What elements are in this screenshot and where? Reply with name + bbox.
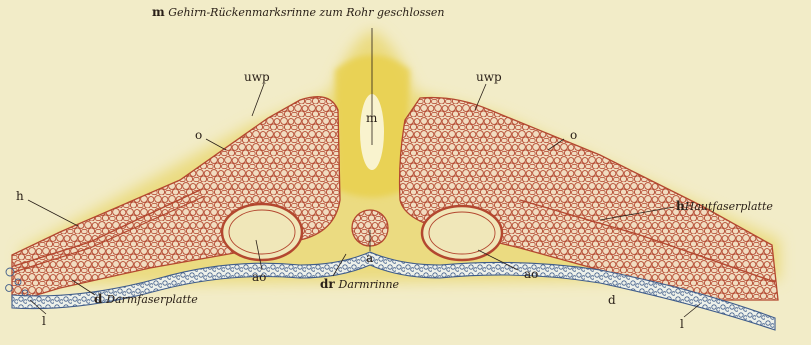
label-uwp-left: uwp: [244, 71, 270, 83]
label-d-left-text: Darmfaserplatte: [106, 293, 198, 306]
label-l-left: l: [42, 315, 46, 327]
label-ao-left: ao: [252, 271, 266, 283]
title-key: m: [152, 5, 165, 19]
label-uwp-right: uwp: [476, 71, 502, 83]
label-d-left: d Darmfaserplatte: [94, 293, 198, 305]
label-h-right-key: h: [676, 199, 685, 213]
label-ao-right: ao: [524, 268, 538, 280]
label-o-left: o: [195, 129, 202, 141]
label-h-right-text: Hautfaserplatte: [685, 200, 773, 213]
label-h-right: hHautfaserplatte: [676, 200, 773, 212]
label-dr-text: Darmrinne: [339, 278, 400, 291]
label-h-left: h: [16, 190, 24, 202]
figure-title: m Gehirn-Rückenmarksrinne zum Rohr gesch…: [152, 6, 444, 18]
label-d-right: d: [608, 294, 616, 306]
label-d-left-key: d: [94, 292, 102, 306]
label-dr-key: dr: [320, 277, 335, 291]
label-o-right: o: [570, 129, 577, 141]
left-aorta: [222, 204, 302, 260]
title-text: Gehirn-Rückenmarksrinne zum Rohr geschlo…: [168, 6, 444, 19]
label-m: m: [366, 112, 377, 124]
right-aorta: [422, 206, 502, 260]
label-a: a: [366, 252, 373, 264]
label-dr: dr Darmrinne: [320, 278, 399, 290]
label-l-right: l: [680, 318, 684, 330]
